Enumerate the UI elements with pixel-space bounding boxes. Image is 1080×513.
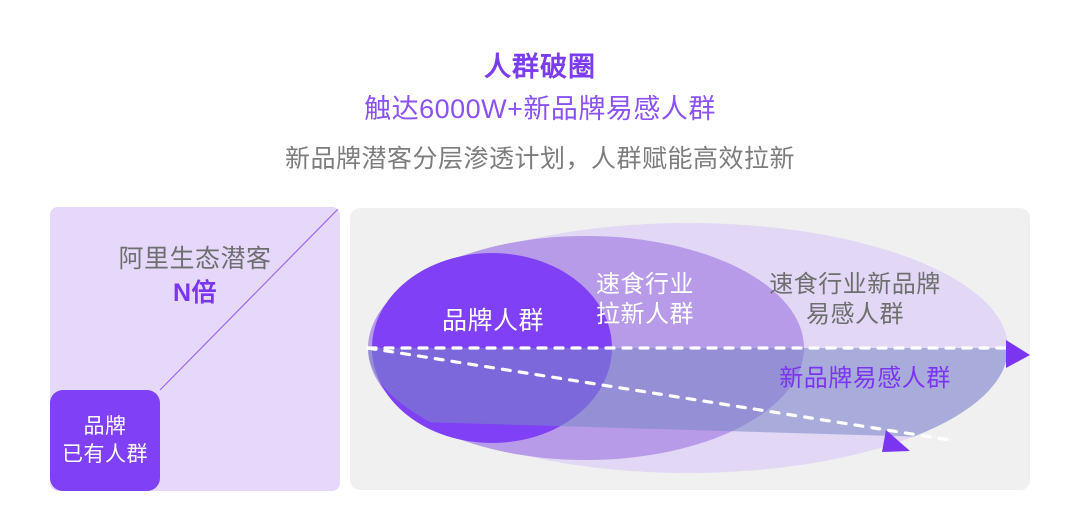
brand-box-line1: 品牌: [83, 415, 127, 439]
page-subtitle: 触达6000W+新品牌易感人群: [364, 94, 716, 125]
arrow-right-icon: [1006, 340, 1030, 368]
arrow-diagonal-icon: [882, 430, 910, 452]
page-tagline: 新品牌潜客分层渗透计划，人群赋能高效拉新: [284, 145, 795, 174]
brand-existing-crowd-box[interactable]: 品牌 已有人群: [50, 390, 160, 491]
brand-box-line2: 已有人群: [62, 442, 148, 466]
venn-ellipses-diagram: [366, 223, 1030, 473]
diagram-panel: 品牌人群 速食行业 拉新人群 速食行业新品牌 易感人群 新品牌易感人群: [350, 208, 1030, 490]
header: 人群破圈 触达6000W+新品牌易感人群 新品牌潜客分层渗透计划，人群赋能高效拉…: [0, 0, 1080, 174]
page-title: 人群破圈: [484, 52, 596, 82]
connector-line-icon: [159, 207, 340, 391]
dashed-line-bottom: [366, 346, 952, 442]
left-panel: 阿里生态潜客 N倍 品牌 已有人群: [50, 207, 340, 491]
